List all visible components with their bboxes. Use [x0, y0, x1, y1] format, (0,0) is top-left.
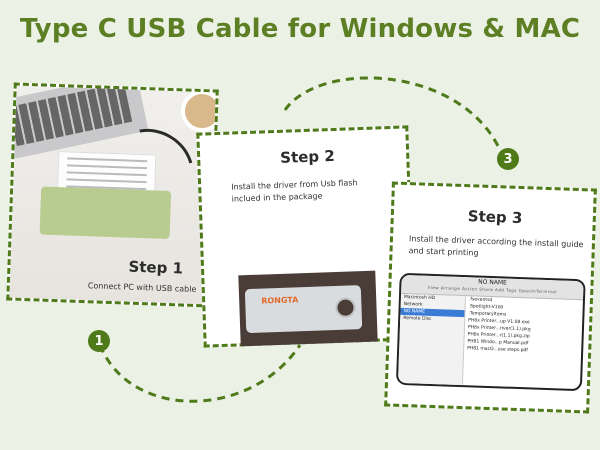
- page-title: Type C USB Cable for Windows & MAC: [19, 14, 581, 44]
- finder-sidebar: Macintosh HD Network NO NAME Remote Disc: [397, 293, 467, 387]
- step-3-panel: Step 3 Install the driver according the …: [384, 181, 597, 414]
- step-1-panel: Step 1 Connect PC with USB cable: [6, 82, 219, 308]
- step-3-description: Install the driver according the install…: [408, 234, 584, 258]
- sidebar-item: Remote Disc: [403, 315, 432, 322]
- finder-file-list: .fseventsd .Spotlight-V100 .Temporarylte…: [465, 296, 579, 356]
- usb-logo-text: RONGTA: [261, 295, 299, 306]
- step-2-panel: Step 2 Install the driver from Usb flash…: [196, 125, 416, 348]
- printer-photo: [6, 82, 219, 305]
- step-3-heading: Step 3: [467, 207, 523, 228]
- step-1-heading: Step 1: [128, 257, 184, 278]
- finder-window-screenshot: NO NAME View Arrange Action Share Add Ta…: [395, 272, 586, 392]
- coffee-cup-image: [180, 89, 219, 133]
- step-3-badge: 3: [497, 148, 519, 170]
- step-2-heading: Step 2: [279, 146, 336, 167]
- step-2-description: Install the driver from Usb flash inclue…: [231, 178, 358, 204]
- step-1-badge: 1: [88, 330, 110, 352]
- printer-image: [39, 186, 172, 240]
- usb-flash-image: RONGTA: [238, 270, 378, 347]
